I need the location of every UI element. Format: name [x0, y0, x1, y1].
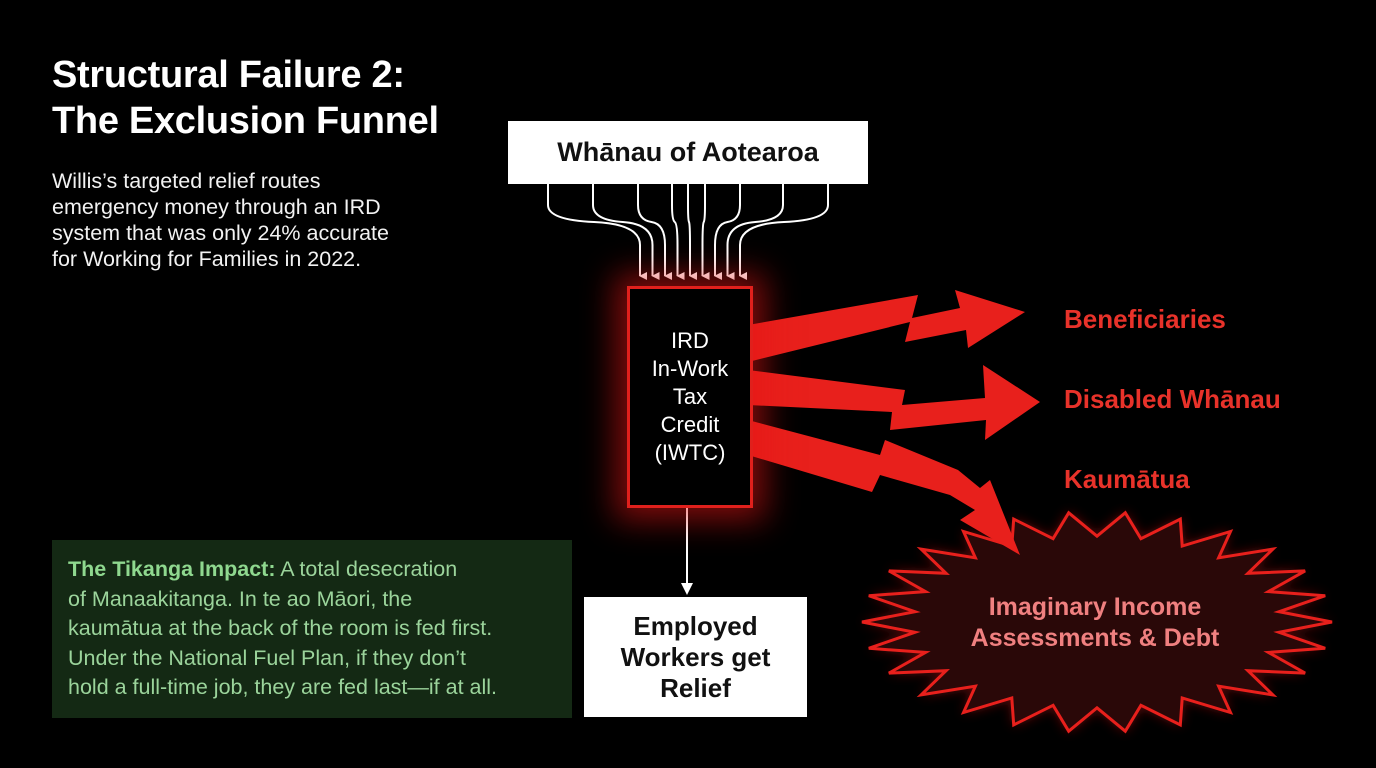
slide-subtitle: Willis’s targeted relief routes emergenc…: [52, 168, 389, 272]
funnel-line: [701, 184, 710, 280]
iwtc-box: IRD In-Work Tax Credit (IWTC): [627, 286, 753, 508]
tikanga-line: kaumātua at the back of the room is fed …: [68, 616, 493, 640]
label-beneficiaries: Beneficiaries: [1064, 304, 1226, 334]
funnel-line: [714, 184, 741, 280]
tikanga-line: Under the National Fuel Plan, if they do…: [68, 645, 466, 670]
arrow-kaumatua: [748, 420, 1020, 555]
label-kaumatua: Kaumātua: [1064, 464, 1190, 494]
funnel-connector-lines: [547, 184, 829, 280]
down-arrow-icon: [681, 505, 693, 595]
funnel-line: [637, 184, 672, 280]
subtitle-line: Willis’s targeted relief routes: [52, 169, 321, 193]
source-label: Whānau of Aotearoa: [557, 137, 819, 167]
title-line: Structural Failure 2:: [52, 54, 405, 96]
tikanga-impact-panel: The Tikanga Impact: A total desecration …: [52, 540, 572, 718]
employed-line: Employed: [633, 610, 758, 641]
subtitle-line: system that was only 24% accurate: [52, 221, 389, 245]
outcome-line: Assessments & Debt: [970, 624, 1220, 652]
funnel-line: [739, 184, 829, 280]
arrow-disabled: [748, 365, 1040, 440]
iwtc-line: Tax: [672, 384, 708, 409]
subtitle-line: for Working for Families in 2022.: [52, 247, 362, 271]
funnel-line: [687, 184, 697, 280]
employed-line: Workers get: [620, 641, 771, 672]
arrow-beneficiaries: [748, 290, 1025, 362]
tikanga-heading: The Tikanga Impact:: [68, 557, 276, 581]
title-line: The Exclusion Funnel: [52, 100, 439, 142]
iwtc-line: IRD: [671, 328, 709, 353]
tikanga-line: of Manaakitanga. In te ao Māori, the: [68, 586, 413, 611]
exclusion-arrows: [748, 290, 1040, 555]
subtitle-line: emergency money through an IRD: [52, 195, 381, 219]
whanau-source-box: Whānau of Aotearoa: [508, 121, 868, 184]
tikanga-line: hold a full-time job, they are fed last—…: [68, 675, 498, 699]
outcome-text: Imaginary Income Assessments & Debt: [930, 592, 1260, 654]
funnel-line: [671, 184, 685, 280]
iwtc-line: In-Work: [651, 356, 729, 381]
tikanga-line: A total desecration: [275, 557, 458, 581]
iwtc-line: (IWTC): [654, 440, 726, 465]
slide-title: Structural Failure 2: The Exclusion Funn…: [52, 52, 439, 144]
employed-workers-box: Employed Workers get Relief: [584, 597, 807, 717]
outcome-line: Imaginary Income: [988, 593, 1202, 621]
funnel-line: [726, 184, 784, 280]
iwtc-line: Credit: [660, 412, 720, 437]
funnel-line: [592, 184, 660, 280]
employed-line: Relief: [660, 672, 731, 703]
funnel-line: [547, 184, 647, 280]
starburst-icon: [861, 510, 1333, 734]
label-disabled-whanau: Disabled Whānau: [1064, 384, 1281, 414]
